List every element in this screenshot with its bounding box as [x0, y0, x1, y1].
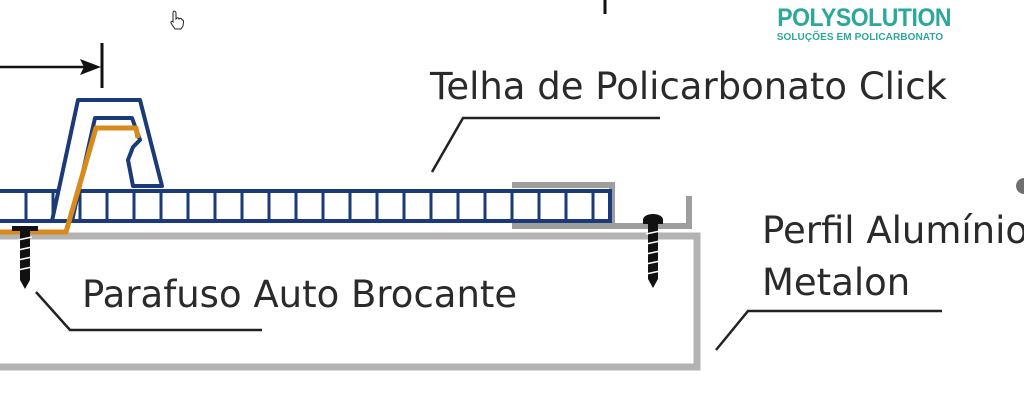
brand-logo: POLYSOLUTION SOLUÇÕES EM POLICARBONATO — [770, 4, 952, 44]
label-parafuso: Parafuso Auto Brocante — [82, 273, 518, 316]
hand-pointer-icon — [170, 10, 184, 30]
label-metalon: Metalon — [762, 261, 911, 304]
brand-tagline: SOLUÇÕES EM POLICARBONATO — [776, 32, 944, 43]
orange-click-strip — [0, 125, 141, 235]
label-perfil-aluminio: Perfil Alumínio — [762, 209, 1024, 252]
leader-parafuso — [35, 291, 262, 332]
edge-indicator — [1016, 178, 1024, 194]
leader-perfil — [715, 309, 942, 351]
label-telha-policarbonato: Telha de Policarbonato Click — [430, 65, 947, 108]
polycarbonate-sheet — [0, 189, 612, 223]
brand-name: POLYSOLUTION — [777, 4, 952, 32]
leader-telha — [430, 116, 660, 173]
screw-left-icon — [12, 226, 38, 289]
dimension-arrow — [0, 43, 104, 88]
click-connector — [50, 98, 164, 223]
screw-right-icon — [643, 214, 663, 288]
leader-lines — [35, 116, 942, 351]
